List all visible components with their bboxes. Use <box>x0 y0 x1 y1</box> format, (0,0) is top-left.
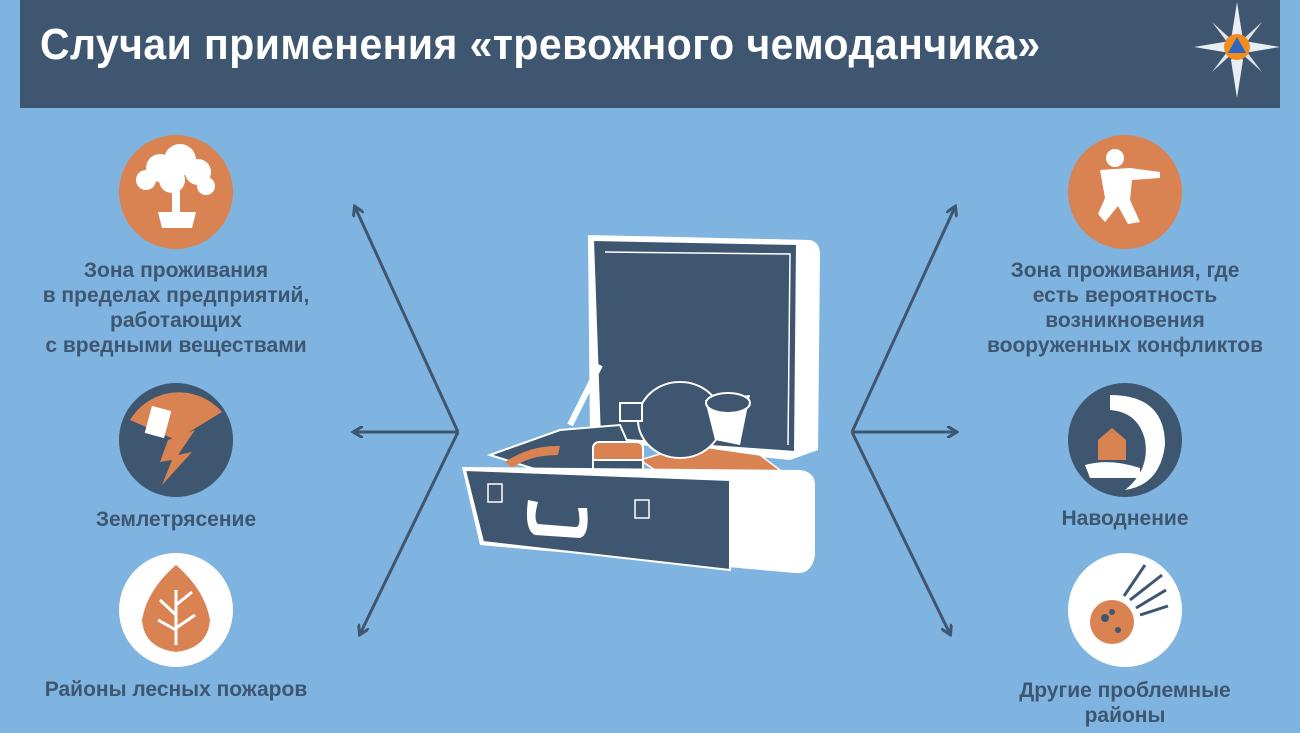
label-line: в пределах предприятий, <box>42 284 310 307</box>
emercom-star-logo-icon <box>1194 2 1280 98</box>
header-bar: Случаи применения «тревожного чемоданчик… <box>20 0 1280 108</box>
label-line: Районы лесных пожаров <box>44 678 308 701</box>
label-forest-fires: Районы лесных пожаров <box>16 677 336 702</box>
label-flood: Наводнение <box>965 506 1285 531</box>
label-armed-conflicts: Зона проживания, где есть вероятность во… <box>965 258 1285 358</box>
arrow-left-top <box>355 207 460 433</box>
label-line: Другие проблемные <box>1019 679 1231 702</box>
soldier-icon <box>1068 135 1182 249</box>
label-line: работающих <box>110 309 242 332</box>
arrow-right-top <box>850 207 955 433</box>
arrow-left-bottom <box>360 431 460 634</box>
earthquake-icon <box>119 383 233 497</box>
forest-fire-icon <box>119 553 233 667</box>
meteorite-icon <box>1068 553 1182 667</box>
label-line: Наводнение <box>1061 507 1189 530</box>
label-line: Землетрясение <box>95 508 257 531</box>
label-line: Зона проживания, где <box>1010 259 1240 282</box>
label-line: вооруженных конфликтов <box>987 334 1263 357</box>
arrow-right-bottom <box>850 431 950 634</box>
flood-icon <box>1068 383 1182 497</box>
label-line: районы <box>1084 704 1166 727</box>
label-earthquake: Землетрясение <box>16 507 336 532</box>
label-line: Зона проживания <box>83 259 269 282</box>
label-other-problem-areas: Другие проблемные районы <box>965 678 1285 728</box>
label-hazardous-enterprises: Зона проживания в пределах предприятий, … <box>16 258 336 358</box>
label-line: возникновения <box>1045 309 1205 332</box>
label-line: есть вероятность <box>1032 284 1218 307</box>
label-line: с вредными веществами <box>45 334 307 357</box>
page-title: Случаи применения «тревожного чемоданчик… <box>40 20 1041 69</box>
chemical-explosion-icon <box>119 135 233 249</box>
suitcase-icon <box>462 235 820 574</box>
